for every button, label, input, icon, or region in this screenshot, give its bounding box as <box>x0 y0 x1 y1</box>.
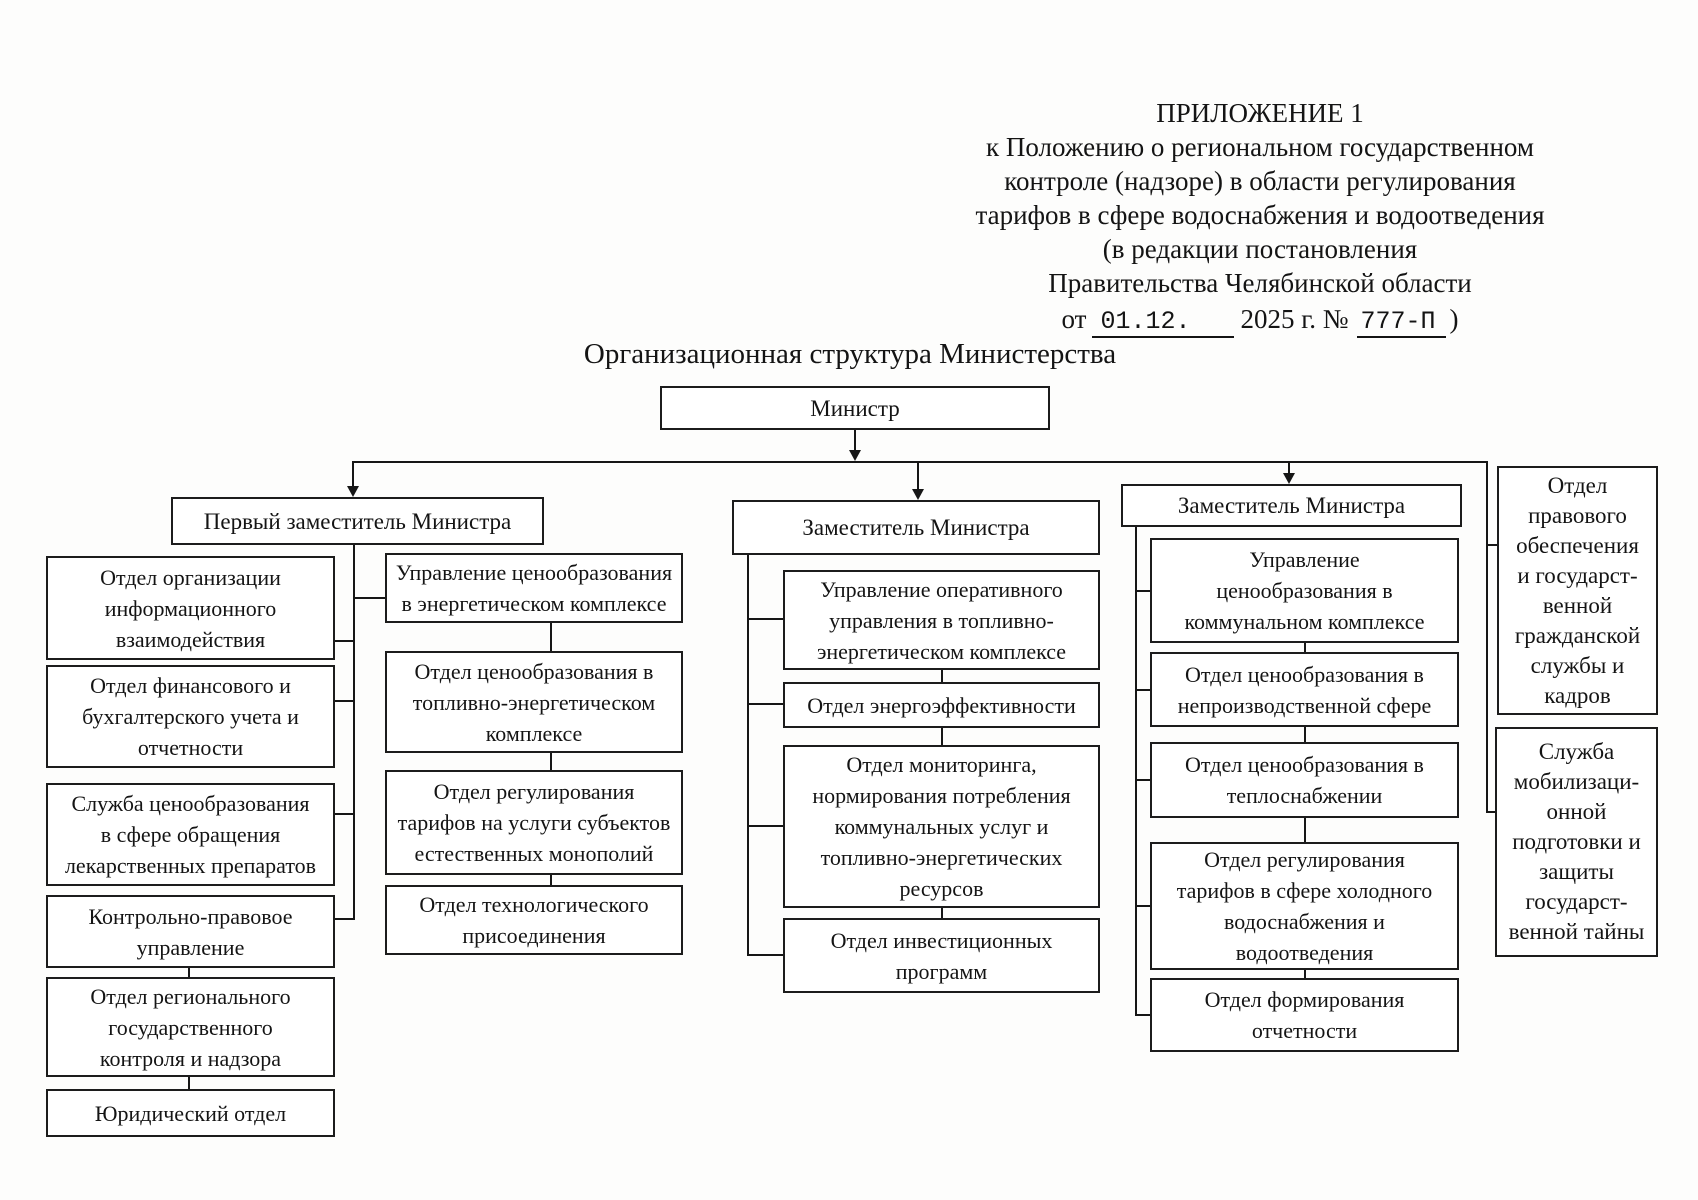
appendix-line: тарифов в сфере водоснабжения и водоотве… <box>975 200 1545 230</box>
box-deputy-minister-communal: Заместитель Министра <box>1121 484 1462 527</box>
arrowhead-down-icon <box>1283 473 1295 484</box>
arrowhead-down-icon <box>347 486 359 497</box>
box-directorate-communal-pricing: Управление ценообразования в коммунально… <box>1150 538 1459 643</box>
connector-line <box>550 753 552 770</box>
connector-line <box>1135 905 1150 907</box>
appendix-line: Правительства Челябинской области <box>1048 268 1472 298</box>
box-service-drug-pricing: Служба ценообразования в сфере обращения… <box>46 783 335 886</box>
connector-line <box>1288 461 1290 474</box>
connector-line <box>747 618 783 620</box>
connector-line <box>1304 727 1306 742</box>
connector-line <box>352 461 1488 463</box>
box-dept-regional-state-control: Отдел регионального государственного кон… <box>46 977 335 1077</box>
box-first-deputy-minister: Первый заместитель Министра <box>171 497 544 545</box>
box-directorate-energy-pricing: Управление ценообразования в энергетичес… <box>385 553 683 623</box>
connector-line <box>854 430 856 452</box>
connector-line <box>747 555 749 956</box>
chart-title: Организационная структура Министерства <box>583 338 1117 370</box>
date-middle: 2025 г. № <box>1240 304 1349 334</box>
connector-line <box>1135 590 1150 592</box>
appendix-line: к Положению о региональном государственн… <box>986 132 1534 162</box>
connector-line <box>1304 970 1306 978</box>
connector-line <box>335 813 353 815</box>
connector-line <box>335 640 353 642</box>
box-dept-energy-efficiency: Отдел энергоэффективности <box>783 682 1100 728</box>
appendix-header: ПРИЛОЖЕНИЕ 1 к Положению о региональном … <box>930 96 1590 338</box>
box-dept-natural-monopoly-tariffs: Отдел регулирования тарифов на услуги су… <box>385 770 683 875</box>
box-control-legal-directorate: Контрольно-правовое управление <box>46 895 335 968</box>
connector-line <box>353 545 355 920</box>
connector-line <box>1304 643 1306 652</box>
date-prefix: от <box>1061 304 1087 334</box>
appendix-line: (в редакции постановления <box>1102 234 1418 264</box>
connector-line <box>188 968 190 977</box>
appendix-line: контроле (надзоре) в области регулирован… <box>1004 166 1516 196</box>
box-dept-legal-civil-service-hr: Отдел правового обеспечения и государст-… <box>1497 466 1658 715</box>
connector-line <box>335 918 355 920</box>
connector-line <box>352 461 354 487</box>
connector-line <box>353 597 385 599</box>
date-suffix: ) <box>1449 304 1459 334</box>
connector-line <box>917 461 919 490</box>
box-dept-monitoring-norming: Отдел мониторинга, нормирования потребле… <box>783 745 1100 908</box>
connector-line <box>1486 544 1497 546</box>
box-dept-technological-connection: Отдел технологического присоединения <box>385 885 683 955</box>
box-legal-dept: Юридический отдел <box>46 1089 335 1137</box>
arrowhead-down-icon <box>849 450 861 461</box>
doc-number-blank-value: 777-П <box>1356 308 1446 338</box>
connector-line <box>1135 689 1150 691</box>
connector-line <box>1135 779 1150 781</box>
connector-line <box>941 670 943 682</box>
box-deputy-minister-fuel-energy: Заместитель Министра <box>732 500 1100 555</box>
box-dept-fuel-energy-pricing: Отдел ценообразования в топливно-энергет… <box>385 651 683 753</box>
appendix-title: ПРИЛОЖЕНИЕ 1 <box>1156 98 1364 128</box>
connector-line <box>1486 811 1495 813</box>
box-service-mobilization-state-secret: Служба мобилизаци- онной подготовки и за… <box>1495 727 1658 957</box>
connector-line <box>747 825 783 827</box>
box-dept-heat-supply-pricing: Отдел ценообразования в теплоснабжении <box>1150 742 1459 818</box>
box-dept-information-interaction: Отдел организации информационного взаимо… <box>46 556 335 660</box>
box-directorate-operational-management: Управление оперативного управления в топ… <box>783 570 1100 670</box>
box-minister: Министр <box>660 386 1050 430</box>
connector-line <box>1135 1014 1150 1016</box>
date-blank-value: 01.12. <box>1092 308 1235 338</box>
arrowhead-down-icon <box>912 489 924 500</box>
connector-line <box>941 728 943 745</box>
box-dept-reporting: Отдел формирования отчетности <box>1150 978 1459 1052</box>
connector-line <box>550 875 552 885</box>
connector-line <box>188 1077 190 1089</box>
connector-line <box>747 954 783 956</box>
connector-line <box>335 700 353 702</box>
connector-line <box>941 908 943 918</box>
box-dept-nonproduction-pricing: Отдел ценообразования в непроизводственн… <box>1150 652 1459 727</box>
connector-line <box>747 703 783 705</box>
connector-line <box>1486 461 1488 813</box>
connector-line <box>1304 818 1306 842</box>
box-dept-water-tariffs: Отдел регулирования тарифов в сфере холо… <box>1150 842 1459 970</box>
box-dept-finance-accounting: Отдел финансового и бухгалтерского учета… <box>46 665 335 768</box>
connector-line <box>550 623 552 651</box>
box-dept-investment-programs: Отдел инвестиционных программ <box>783 918 1100 993</box>
connector-line <box>1135 527 1137 1016</box>
